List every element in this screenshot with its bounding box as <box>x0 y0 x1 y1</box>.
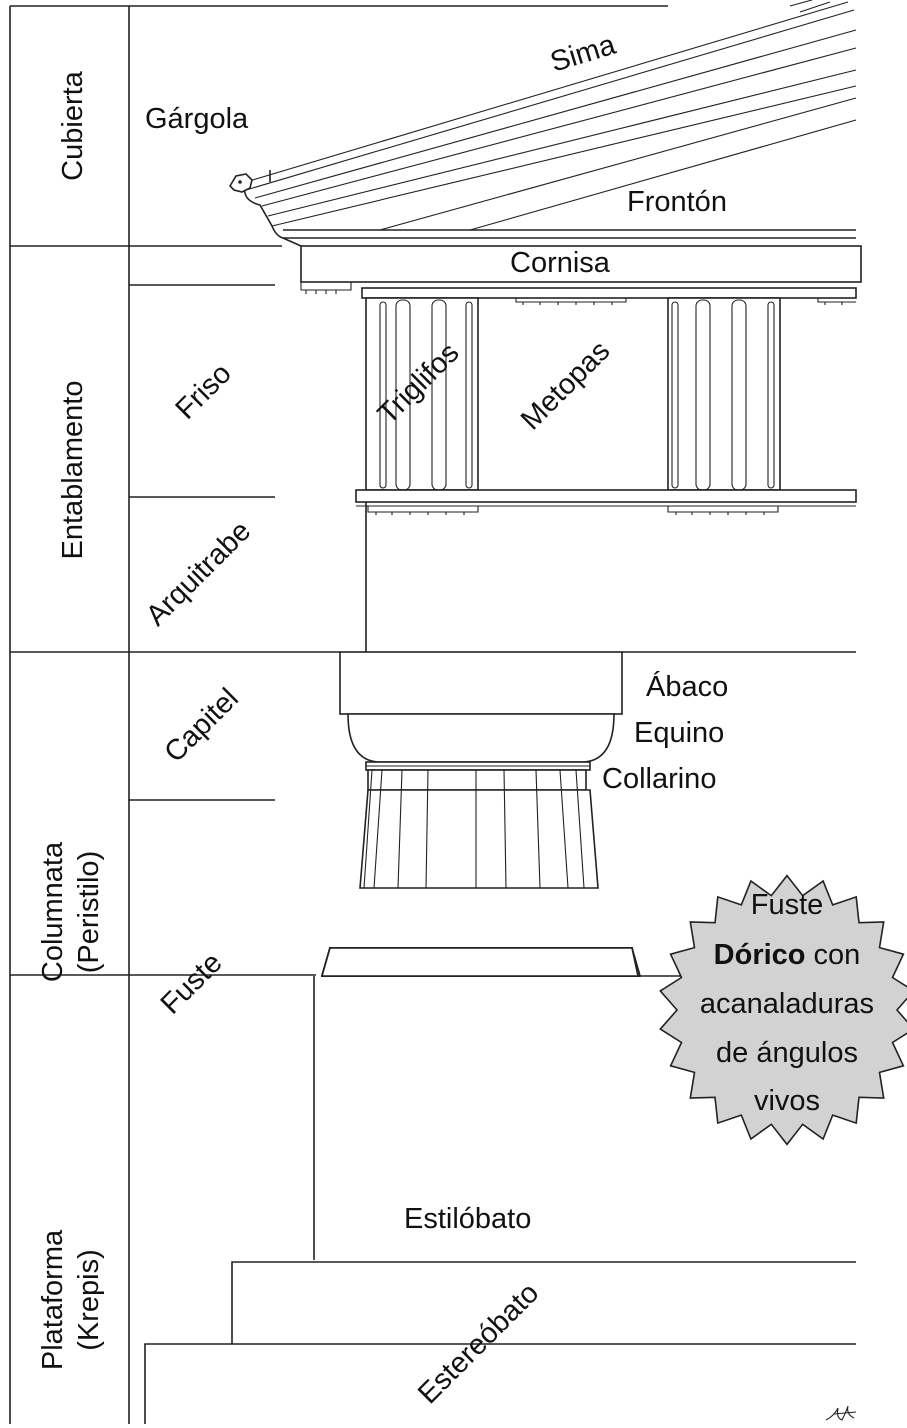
pediment <box>228 0 862 294</box>
callout-bold-word: Dórico <box>714 939 806 971</box>
label-capitel: Capitel <box>158 682 244 768</box>
callout-line-3: acanaladuras <box>700 988 874 1020</box>
label-abaco: Ábaco <box>646 670 728 703</box>
shaft-cap <box>320 947 639 977</box>
zone-label-peristilo: (Peristilo) <box>73 851 105 973</box>
label-gargola: Gárgola <box>145 103 249 135</box>
callout-line-4: de ángulos <box>716 1037 858 1069</box>
callout-badge: Fuste Dórico con acanaladuras de ángulos… <box>659 874 907 1146</box>
capital <box>339 651 856 889</box>
label-estilobato: Estilóbato <box>404 1203 531 1235</box>
label-fronton: Frontón <box>627 186 727 218</box>
callout-line-1: Fuste <box>751 889 824 921</box>
label-equino: Equino <box>634 717 724 749</box>
zone-label-cubierta: Cubierta <box>57 70 89 180</box>
lower-shaft-full <box>320 947 639 977</box>
label-friso: Friso <box>170 358 238 426</box>
zone-label-entablamento: Entablamento <box>57 381 89 560</box>
zone-label-krepis: (Krepis) <box>73 1249 105 1351</box>
label-metopas: Metopas <box>515 335 616 436</box>
label-cornisa: Cornisa <box>510 247 611 279</box>
callout-line-5: vivos <box>754 1085 820 1117</box>
label-fuste: Fuste <box>155 947 229 1021</box>
signature-mark <box>825 1405 857 1421</box>
label-arquitrabe: Arquitrabe <box>140 515 257 632</box>
zone-label-plataforma: Plataforma <box>37 1229 69 1370</box>
starburst-shape <box>659 874 907 1146</box>
label-sima: Sima <box>547 29 620 79</box>
entablature <box>355 287 857 652</box>
callout-line-2-rest: con <box>806 939 861 971</box>
zone-grid <box>9 5 668 1424</box>
label-collarino: Collarino <box>602 763 716 795</box>
zone-label-columnata: Columnata <box>37 841 69 982</box>
callout-line-2: Dórico con <box>714 939 861 971</box>
